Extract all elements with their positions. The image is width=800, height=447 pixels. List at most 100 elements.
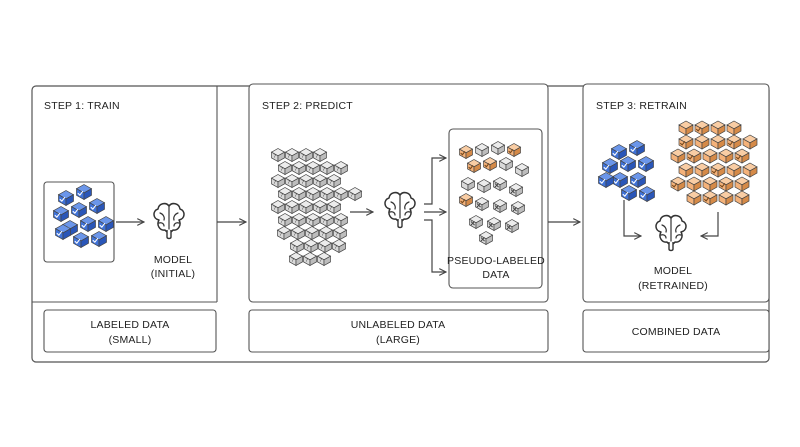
question-cube-icon: ? [298, 174, 314, 189]
checkmark-cube-icon [610, 144, 628, 161]
question-cube-icon: ? [302, 252, 318, 267]
combined-data-label: COMBINED DATA [632, 326, 721, 338]
question-cube-icon: ? [333, 161, 349, 176]
labeled-data-footer [43, 309, 217, 353]
unlabeled-cube-cluster: ????????????????????????????????????????… [270, 148, 363, 267]
checkmark-cube-icon [678, 134, 694, 150]
question-mark: ? [329, 180, 332, 186]
question-cube-icon: ? [312, 148, 328, 163]
step-3-title: STEP 3: RETRAIN [596, 100, 687, 112]
cube-icon [742, 162, 758, 178]
checkmark-cube-icon [72, 232, 90, 249]
question-cube-icon: ? [276, 226, 292, 241]
question-cube-icon: ? [289, 239, 305, 254]
checkmark-cube-icon [70, 202, 88, 219]
checkmark-cube-icon [57, 190, 75, 207]
question-mark: ? [305, 258, 308, 264]
checkmark-cube-icon [75, 184, 93, 201]
question-mark: ? [301, 154, 304, 160]
cube-icon [742, 134, 758, 150]
cube-icon [694, 162, 710, 178]
question-mark: ? [280, 193, 283, 199]
cube-icon [710, 134, 726, 150]
question-mark: ? [308, 219, 311, 225]
question-mark: ? [291, 258, 294, 264]
question-mark: ? [315, 206, 318, 212]
question-cube-icon: ? [291, 187, 307, 202]
model-retrained-label: MODEL [654, 265, 692, 277]
question-mark: ? [287, 154, 290, 160]
checkmark-cube-icon [670, 176, 686, 192]
x-cube-icon [468, 215, 484, 230]
question-mark: ? [301, 206, 304, 212]
question-mark: ? [322, 219, 325, 225]
cube-icon [718, 190, 734, 206]
cube-icon [678, 162, 694, 178]
cube-icon [726, 162, 742, 178]
brain-icon [153, 202, 185, 240]
question-mark: ? [287, 206, 290, 212]
checkmark-cube-icon [637, 156, 655, 173]
question-mark: ? [287, 180, 290, 186]
question-mark: ? [273, 206, 276, 212]
labeled-cube-cluster [52, 184, 115, 249]
question-cube-icon: ? [326, 174, 342, 189]
cube-icon [490, 141, 506, 156]
combined-data-footer [582, 309, 770, 353]
model-retrained-sublabel: (RETRAINED) [638, 280, 708, 292]
checkmark-cube-icon [620, 185, 638, 202]
checkmark-cube-icon [482, 157, 498, 172]
checkmark-cube-icon [506, 143, 522, 158]
pseudo-labeled-cube-cluster [670, 120, 758, 206]
question-cube-icon: ? [332, 226, 348, 241]
question-mark: ? [294, 219, 297, 225]
question-cube-icon: ? [318, 226, 334, 241]
question-mark: ? [321, 232, 324, 238]
pseudo-labeled-label: PSEUDO-LABELED [447, 255, 545, 267]
question-mark: ? [294, 193, 297, 199]
step-1-title: STEP 1: TRAIN [44, 100, 120, 112]
arrow-model-to-pseudo-bottom [424, 219, 446, 272]
question-cube-icon: ? [347, 187, 363, 202]
checkmark-cube-icon [694, 120, 710, 136]
question-mark: ? [329, 206, 332, 212]
question-cube-icon: ? [303, 239, 319, 254]
x-cube-icon [486, 217, 502, 232]
question-cube-icon: ? [298, 200, 314, 215]
question-cube-icon: ? [312, 200, 328, 215]
step-1-panel: STEP 1: TRAIN MODEL (INITIAL) [32, 86, 218, 303]
arrow-model-to-pseudo-top [424, 158, 446, 205]
checkmark-cube-icon [88, 198, 106, 215]
question-cube-icon: ? [333, 187, 349, 202]
x-cube-icon [474, 197, 490, 212]
checkmark-cube-icon [734, 148, 750, 164]
x-cube-icon [508, 183, 524, 198]
question-mark: ? [322, 167, 325, 173]
unlabeled-data-label: UNLABELED DATA [351, 319, 446, 331]
question-mark: ? [308, 193, 311, 199]
unlabeled-data-footer [248, 309, 549, 353]
question-mark: ? [308, 167, 311, 173]
question-mark: ? [273, 180, 276, 186]
checkmark-cube-icon [686, 148, 702, 164]
checkmark-cube-icon [702, 190, 718, 206]
question-mark: ? [334, 245, 337, 251]
question-cube-icon: ? [270, 174, 286, 189]
question-cube-icon: ? [291, 213, 307, 228]
question-cube-icon: ? [312, 174, 328, 189]
x-cube-icon [504, 219, 520, 234]
checkmark-cube-icon [726, 134, 742, 150]
checkmark-cube-icon [97, 216, 115, 233]
question-cube-icon: ? [305, 213, 321, 228]
cube-icon [514, 163, 530, 178]
x-cube-icon [492, 199, 508, 214]
question-mark: ? [280, 167, 283, 173]
step-2-title: STEP 2: PREDICT [262, 100, 353, 112]
question-mark: ? [322, 193, 325, 199]
question-cube-icon: ? [333, 213, 349, 228]
labeled-data-label: LABELED DATA [90, 319, 169, 331]
cube-icon [702, 148, 718, 164]
model-initial-label: MODEL [154, 254, 192, 266]
question-cube-icon: ? [319, 213, 335, 228]
